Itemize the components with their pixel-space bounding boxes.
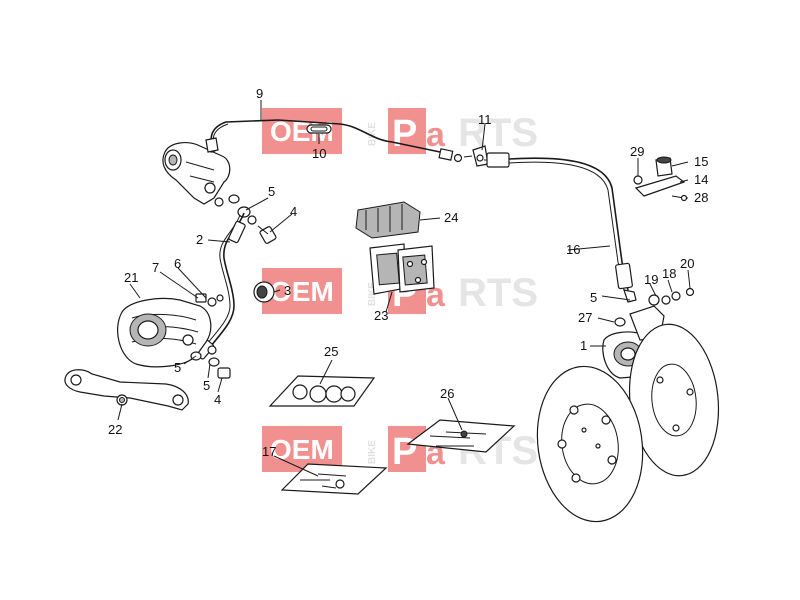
part-3-grommet xyxy=(253,281,275,303)
label-part-15: 15 xyxy=(694,154,708,169)
label-part-5-lower: 5 xyxy=(203,378,210,393)
part-11-bracket xyxy=(472,145,489,167)
label-part-18: 18 xyxy=(662,266,676,281)
front-brake-disc-front xyxy=(536,365,644,523)
svg-text:OEM: OEM xyxy=(270,434,334,465)
label-part-24: 24 xyxy=(444,210,458,225)
label-part-16: 16 xyxy=(566,242,580,257)
label-part-10: 10 xyxy=(312,146,326,161)
leader-lines xyxy=(117,100,691,477)
label-part-19: 19 xyxy=(644,272,658,287)
label-part-5-left: 5 xyxy=(174,360,181,375)
part-21-rear-caliper xyxy=(117,297,212,368)
part-25-seal-kit xyxy=(268,375,376,407)
part-14-lever-bracket xyxy=(634,175,686,197)
part-16-front-hose xyxy=(484,152,637,303)
part-24-pad-spring xyxy=(355,201,421,239)
svg-text:BIKE: BIKE xyxy=(367,440,378,464)
svg-text:P: P xyxy=(392,113,417,155)
part-5-banjo-washers-top xyxy=(228,194,257,225)
svg-text:a: a xyxy=(426,116,446,154)
label-part-5-right: 5 xyxy=(590,290,597,305)
part-28-bolt xyxy=(671,194,688,202)
master-cylinder xyxy=(162,137,231,207)
label-part-6: 6 xyxy=(174,256,181,271)
part-18-19-20-bolts xyxy=(671,287,695,301)
part-9-brake-pipe xyxy=(210,119,473,163)
label-part-4-top: 4 xyxy=(290,204,297,219)
part-15-cap xyxy=(655,156,673,177)
part-27-washer xyxy=(614,317,626,327)
label-part-5-top: 5 xyxy=(268,184,275,199)
part-29-nut xyxy=(633,175,643,185)
part-6-7-bleed-nipple xyxy=(195,293,224,307)
label-part-2: 2 xyxy=(196,232,203,247)
label-part-14: 14 xyxy=(694,172,708,187)
label-part-27: 27 xyxy=(578,310,592,325)
svg-text:BIKE: BIKE xyxy=(367,282,378,306)
svg-text:P: P xyxy=(392,431,417,473)
part-22-caliper-bracket xyxy=(64,369,189,411)
watermark-top: OEM BIKE P a RTS xyxy=(262,108,538,155)
svg-text:BIKE: BIKE xyxy=(367,122,378,146)
part-labels: 9 10 11 5 4 2 3 21 7 6 5 5 4 22 24 23 25… xyxy=(108,86,708,459)
label-part-28: 28 xyxy=(694,190,708,205)
label-part-1: 1 xyxy=(580,338,587,353)
label-part-26: 26 xyxy=(440,386,454,401)
part-26-repair-kit xyxy=(406,419,516,453)
watermark-middle: OEM BIKE P a RTS xyxy=(262,268,538,315)
label-part-20: 20 xyxy=(680,256,694,271)
label-part-7: 7 xyxy=(152,260,159,275)
part-10-clip xyxy=(306,124,332,134)
label-part-25: 25 xyxy=(324,344,338,359)
part-23-brake-pads xyxy=(369,243,435,295)
label-part-17: 17 xyxy=(262,444,276,459)
svg-text:OEM: OEM xyxy=(270,276,334,307)
label-part-29: 29 xyxy=(630,144,644,159)
label-part-3: 3 xyxy=(284,283,291,298)
label-part-23: 23 xyxy=(374,308,388,323)
part-5-4-lower-banjo xyxy=(190,351,231,379)
label-part-9: 9 xyxy=(256,86,263,101)
svg-text:RTS: RTS xyxy=(458,271,538,315)
label-part-22: 22 xyxy=(108,422,122,437)
label-part-21: 21 xyxy=(124,270,138,285)
svg-text:RTS: RTS xyxy=(458,111,538,155)
front-brake-disc-rear xyxy=(628,323,720,477)
label-part-4-lower: 4 xyxy=(214,392,221,407)
label-part-11: 11 xyxy=(478,112,492,127)
